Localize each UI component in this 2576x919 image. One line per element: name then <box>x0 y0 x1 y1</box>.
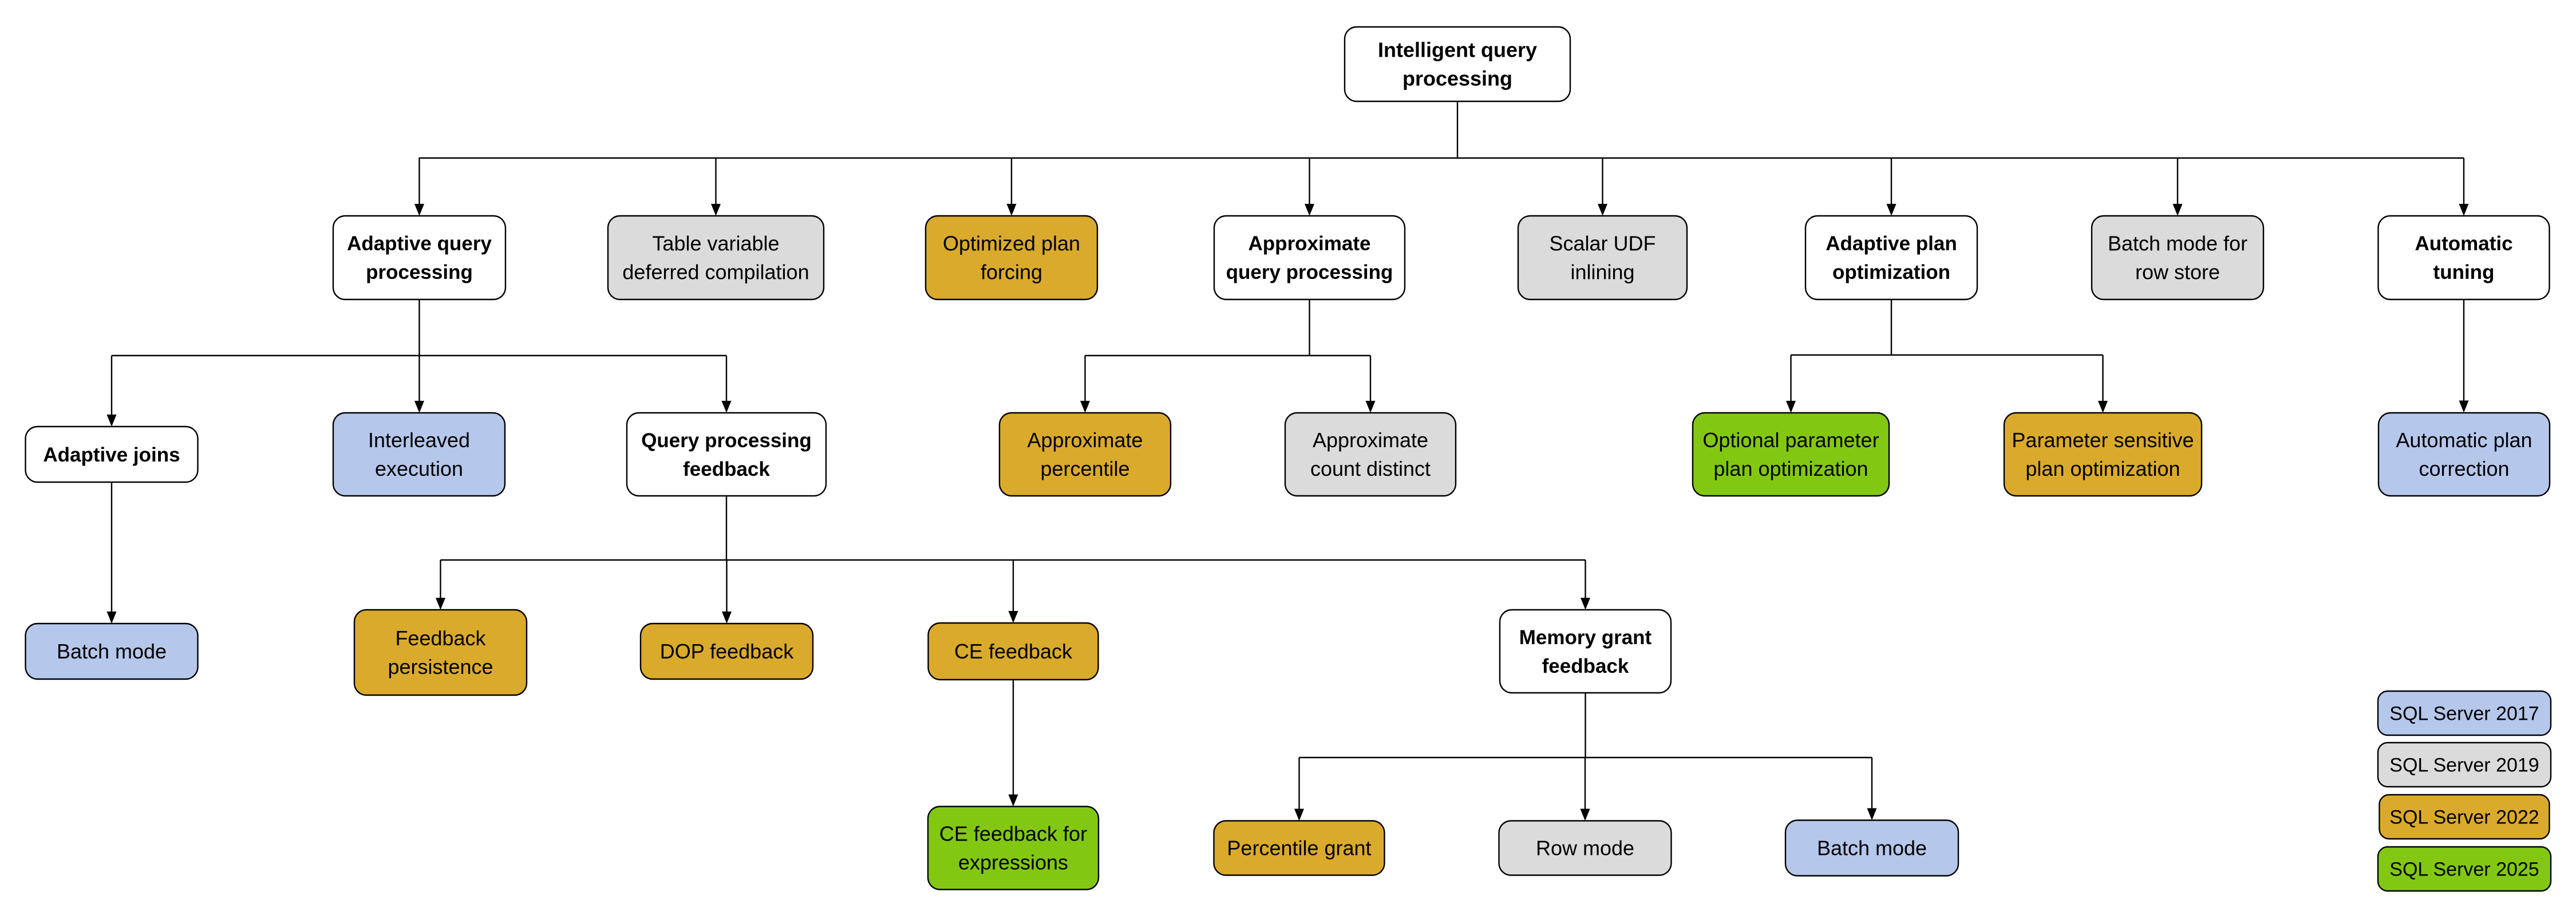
svg-text:Parameter sensitive: Parameter sensitive <box>2012 428 2194 452</box>
svg-text:Approximate: Approximate <box>1249 232 1371 255</box>
svg-text:Automatic: Automatic <box>2415 232 2512 255</box>
svg-text:Batch mode for: Batch mode for <box>2108 232 2247 255</box>
svg-text:CE feedback: CE feedback <box>954 640 1073 663</box>
svg-text:DOP feedback: DOP feedback <box>660 640 794 663</box>
svg-text:SQL Server 2017: SQL Server 2017 <box>2389 703 2539 724</box>
svg-text:tuning: tuning <box>2433 261 2495 283</box>
svg-text:forcing: forcing <box>981 261 1042 284</box>
svg-text:Optimized plan: Optimized plan <box>943 232 1080 255</box>
svg-text:processing: processing <box>366 261 473 283</box>
svg-text:execution: execution <box>375 457 463 480</box>
svg-text:SQL Server 2019: SQL Server 2019 <box>2389 754 2539 776</box>
svg-text:Approximate: Approximate <box>1027 428 1143 452</box>
svg-text:expressions: expressions <box>958 851 1068 874</box>
svg-text:SQL Server 2022: SQL Server 2022 <box>2389 806 2539 828</box>
svg-text:feedback: feedback <box>683 458 770 480</box>
svg-text:Table variable: Table variable <box>652 232 779 255</box>
svg-text:processing: processing <box>1402 67 1512 90</box>
svg-text:plan optimization: plan optimization <box>2025 457 2180 480</box>
svg-text:Adaptive joins: Adaptive joins <box>43 444 180 466</box>
svg-text:row store: row store <box>2135 261 2220 284</box>
svg-text:correction: correction <box>2419 457 2509 480</box>
svg-text:Approximate: Approximate <box>1313 428 1428 452</box>
svg-text:Interleaved: Interleaved <box>368 428 470 452</box>
svg-text:Query processing: Query processing <box>641 429 812 452</box>
svg-text:Adaptive plan: Adaptive plan <box>1826 232 1957 255</box>
svg-text:persistence: persistence <box>388 655 493 679</box>
svg-text:Percentile grant: Percentile grant <box>1227 837 1371 860</box>
svg-text:Adaptive query: Adaptive query <box>347 232 492 255</box>
svg-text:Row mode: Row mode <box>1536 837 1634 860</box>
svg-text:deferred compilation: deferred compilation <box>622 261 809 284</box>
svg-text:inlining: inlining <box>1570 261 1634 284</box>
svg-text:percentile: percentile <box>1040 457 1129 480</box>
svg-text:Batch mode: Batch mode <box>57 640 167 663</box>
svg-text:CE feedback for: CE feedback for <box>939 822 1087 846</box>
svg-text:Feedback: Feedback <box>395 626 486 650</box>
svg-text:feedback: feedback <box>1542 655 1629 677</box>
svg-text:optimization: optimization <box>1832 261 1950 283</box>
svg-text:Memory grant: Memory grant <box>1519 626 1652 649</box>
svg-text:query processing: query processing <box>1226 261 1393 283</box>
svg-text:Scalar UDF: Scalar UDF <box>1549 232 1656 255</box>
svg-text:Batch mode: Batch mode <box>1817 837 1927 860</box>
svg-text:Intelligent query: Intelligent query <box>1378 38 1537 62</box>
svg-text:Automatic plan: Automatic plan <box>2396 428 2532 452</box>
svg-text:SQL Server 2025: SQL Server 2025 <box>2389 858 2539 880</box>
svg-text:count distinct: count distinct <box>1310 457 1431 480</box>
svg-text:Optional parameter: Optional parameter <box>1702 428 1879 452</box>
svg-text:plan optimization: plan optimization <box>1713 457 1868 480</box>
